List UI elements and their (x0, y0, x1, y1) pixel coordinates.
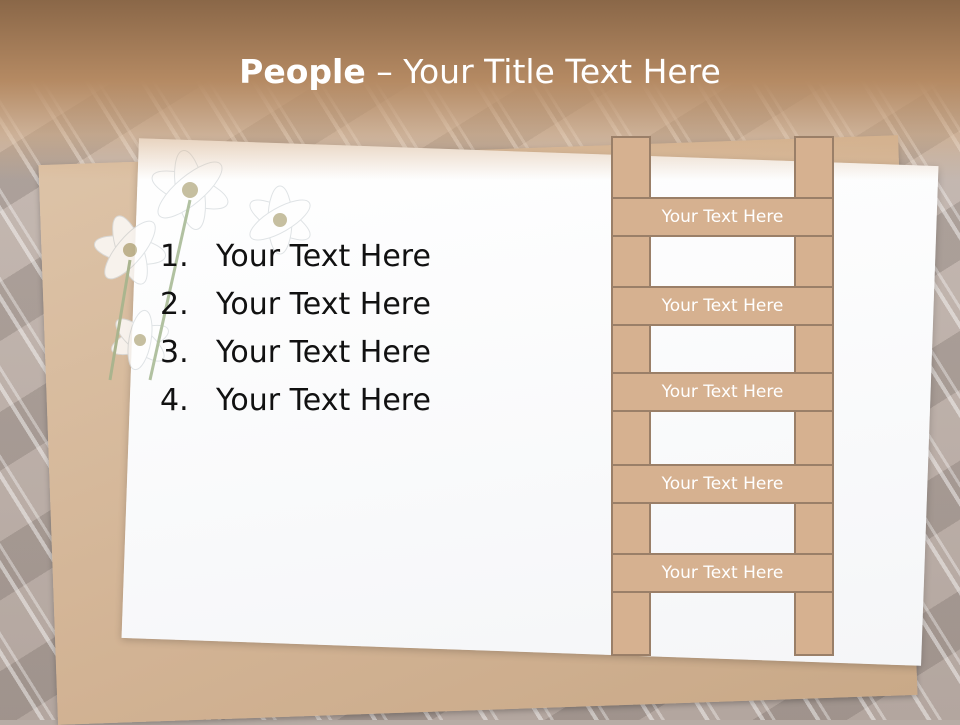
list-text: Your Text Here (216, 383, 431, 418)
list-number: 1. (160, 239, 189, 274)
title-bold: People (239, 52, 366, 91)
list-item: 4. Your Text Here (160, 377, 431, 425)
title-rest: – Your Title Text Here (365, 52, 721, 91)
ladder-rung-5: Your Text Here (611, 553, 834, 593)
list-number: 4. (160, 383, 189, 418)
numbered-list: 1. Your Text Here 2. Your Text Here 3. Your… (160, 233, 431, 425)
list-text: Your Text Here (216, 239, 431, 274)
daisy-flowers-image (93, 150, 311, 381)
list-number: 2. (160, 287, 189, 322)
ladder-rung-2: Your Text Here (611, 286, 834, 326)
list-item: 2. Your Text Here (160, 281, 431, 329)
list-text: Your Text Here (216, 335, 431, 370)
list-item: 3. Your Text Here (160, 329, 431, 377)
ladder-rung-1: Your Text Here (611, 197, 834, 237)
list-text: Your Text Here (216, 287, 431, 322)
ladder-rung-3: Your Text Here (611, 372, 834, 412)
ladder-diagram: Your Text Here Your Text Here Your Text … (611, 136, 834, 658)
list-number: 3. (160, 335, 189, 370)
slide-title: People – Your Title Text Here (0, 52, 960, 91)
list-item: 1. Your Text Here (160, 233, 431, 281)
ladder-rung-4: Your Text Here (611, 464, 834, 504)
